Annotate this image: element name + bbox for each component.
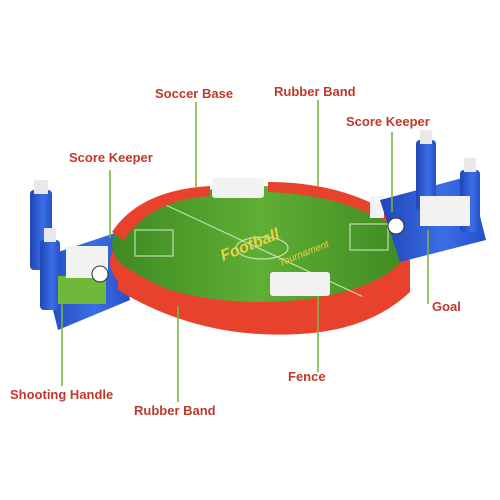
label-soccer-base: Soccer Base xyxy=(155,86,234,101)
fence-white-posts xyxy=(212,178,384,296)
fence-rail-top-left xyxy=(112,186,210,240)
right-score-keeper-post xyxy=(416,140,436,210)
left-score-keeper-cap xyxy=(34,180,48,194)
label-score-keeper-right: Score Keeper xyxy=(346,114,430,129)
label-fence: Fence xyxy=(288,369,326,384)
right-goal xyxy=(420,196,470,226)
left-ball xyxy=(91,265,109,283)
right-score-keeper-cap xyxy=(420,130,432,144)
fence-rail-front xyxy=(118,262,410,335)
right-ball xyxy=(387,217,405,235)
label-rubber-band-bottom: Rubber Band xyxy=(134,403,216,418)
label-shooting-handle: Shooting Handle xyxy=(10,387,114,402)
fence-rail-top-right xyxy=(268,182,392,222)
pitch-and-fence: Football Tournament xyxy=(110,178,410,335)
leader-lines xyxy=(61,100,429,402)
label-goal: Goal xyxy=(432,299,461,314)
shooting-handle[interactable] xyxy=(40,240,60,310)
label-rubber-band-top: Rubber Band xyxy=(274,84,356,99)
label-score-keeper-left: Score Keeper xyxy=(69,150,153,165)
right-goal-unit xyxy=(380,130,486,262)
